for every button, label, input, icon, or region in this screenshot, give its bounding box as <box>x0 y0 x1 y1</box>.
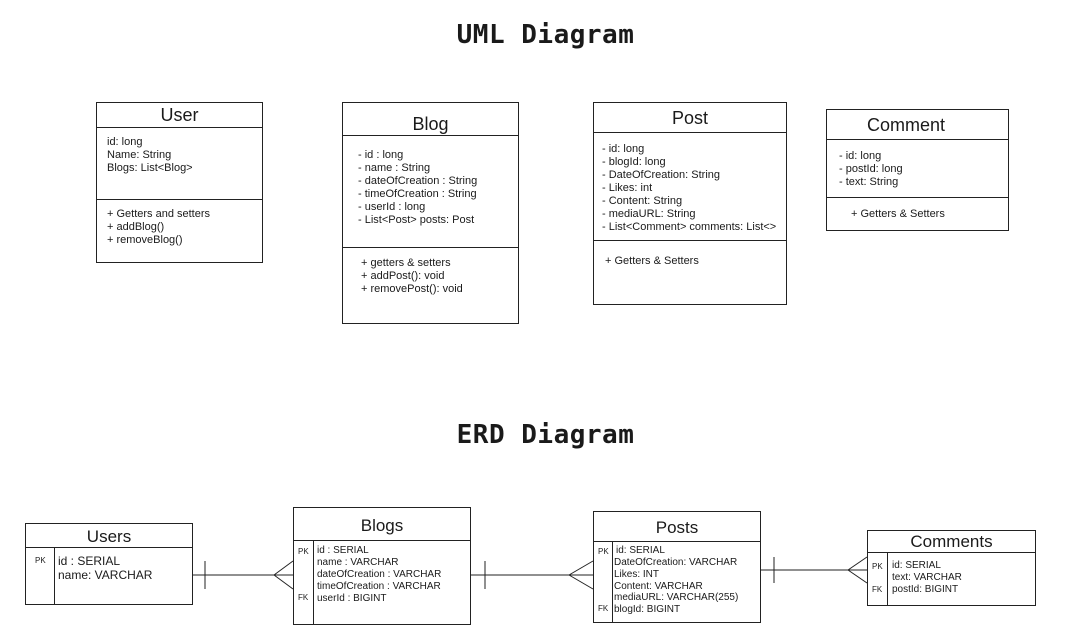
field: id : SERIAL <box>58 554 121 568</box>
attribute: - id: long <box>602 143 645 155</box>
erd-entity-posts: Posts PK FK id: SERIAL DateOfCreation: V… <box>593 511 761 623</box>
attribute: - name : String <box>358 162 431 174</box>
class-attributes: - id: long - blogId: long - DateOfCreati… <box>594 133 786 241</box>
fk-label: FK <box>872 585 883 594</box>
class-attributes: id: long Name: String Blogs: List<Blog> <box>97 128 262 200</box>
uml-heading: UML Diagram <box>456 20 635 50</box>
fk-label: FK <box>598 604 609 613</box>
field: Content: VARCHAR <box>614 581 703 592</box>
erd-heading: ERD Diagram <box>456 420 635 450</box>
method: + getters & setters <box>361 257 451 269</box>
field: id: SERIAL <box>616 545 665 556</box>
method: + Getters & Setters <box>605 255 699 267</box>
field: postId: BIGINT <box>892 584 959 595</box>
attribute: - dateOfCreation : String <box>358 175 478 187</box>
field: Likes: INT <box>614 569 660 580</box>
relationship-blogs-posts <box>471 560 594 590</box>
field: text: VARCHAR <box>892 572 962 583</box>
fk-label: FK <box>298 593 309 602</box>
attribute: - timeOfCreation : String <box>358 188 477 200</box>
method: + Getters and setters <box>107 208 211 220</box>
attribute: Blogs: List<Blog> <box>107 162 193 174</box>
relationship-users-blogs <box>193 560 294 590</box>
attribute: - postId: long <box>839 163 903 175</box>
pk-label: PK <box>35 556 46 565</box>
class-name: Blog <box>343 103 518 136</box>
entity-fields: PK id : SERIAL name: VARCHAR <box>26 548 192 604</box>
field: name: VARCHAR <box>58 568 153 582</box>
class-methods: + Getters and setters + addBlog() + remo… <box>97 200 262 247</box>
field: id: SERIAL <box>892 560 941 571</box>
uml-class-blog: Blog - id : long - name : String - dateO… <box>342 102 519 324</box>
attribute: - userId : long <box>358 201 426 213</box>
pk-label: PK <box>298 547 309 556</box>
entity-name: Posts <box>594 512 760 542</box>
field: name : VARCHAR <box>317 557 399 568</box>
method: + Getters & Setters <box>851 208 945 220</box>
field: userId : BIGINT <box>317 593 387 604</box>
method: + addBlog() <box>107 221 165 233</box>
field: dateOfCreation : VARCHAR <box>317 569 442 580</box>
relationship-posts-comments <box>761 556 868 584</box>
entity-name: Blogs <box>294 508 470 541</box>
entity-name: Comments <box>868 531 1035 553</box>
key-column <box>294 541 314 624</box>
pk-label: PK <box>872 562 883 571</box>
attribute: - List<Comment> comments: List<> <box>602 221 777 233</box>
attribute: - text: String <box>839 176 899 188</box>
class-methods: + getters & setters + addPost(): void + … <box>343 248 518 296</box>
key-column <box>868 553 888 605</box>
uml-class-post: Post - id: long - blogId: long - DateOfC… <box>593 102 787 305</box>
method: + removePost(): void <box>361 283 463 295</box>
method: + addPost(): void <box>361 270 445 282</box>
class-name: User <box>97 103 262 128</box>
method: + removeBlog() <box>107 234 183 246</box>
pk-label: PK <box>598 547 609 556</box>
entity-fields: PK FK id: SERIAL text: VARCHAR postId: B… <box>868 553 1035 605</box>
class-methods: + Getters & Setters <box>594 241 786 268</box>
entity-fields: PK FK id: SERIAL DateOfCreation: VARCHAR… <box>594 542 760 622</box>
field: id : SERIAL <box>317 545 369 556</box>
attribute: - mediaURL: String <box>602 208 696 220</box>
erd-entity-users: Users PK id : SERIAL name: VARCHAR <box>25 523 193 605</box>
uml-class-user: User id: long Name: String Blogs: List<B… <box>96 102 263 263</box>
attribute: - DateOfCreation: String <box>602 169 720 181</box>
field: timeOfCreation : VARCHAR <box>317 581 441 592</box>
class-name: Comment <box>827 110 1008 140</box>
field: mediaURL: VARCHAR(255) <box>614 592 739 603</box>
class-attributes: - id : long - name : String - dateOfCrea… <box>343 136 518 248</box>
class-name: Post <box>594 103 786 133</box>
field: DateOfCreation: VARCHAR <box>614 557 738 568</box>
key-column <box>594 542 613 622</box>
attribute: - List<Post> posts: Post <box>358 214 475 226</box>
erd-entity-blogs: Blogs PK FK id : SERIAL name : VARCHAR d… <box>293 507 471 625</box>
attribute: - blogId: long <box>602 156 666 168</box>
attribute: - id: long <box>839 150 882 162</box>
uml-class-comment: Comment - id: long - postId: long - text… <box>826 109 1009 231</box>
attribute: Name: String <box>107 149 172 161</box>
attribute: - Content: String <box>602 195 683 207</box>
class-methods: + Getters & Setters <box>827 198 1008 221</box>
entity-fields: PK FK id : SERIAL name : VARCHAR dateOfC… <box>294 541 470 624</box>
erd-entity-comments: Comments PK FK id: SERIAL text: VARCHAR … <box>867 530 1036 606</box>
field: blogId: BIGINT <box>614 604 681 615</box>
attribute: - Likes: int <box>602 182 653 194</box>
key-column <box>26 548 55 604</box>
attribute: id: long <box>107 136 143 148</box>
entity-name: Users <box>26 524 192 548</box>
attribute: - id : long <box>358 149 404 161</box>
class-attributes: - id: long - postId: long - text: String <box>827 140 1008 198</box>
